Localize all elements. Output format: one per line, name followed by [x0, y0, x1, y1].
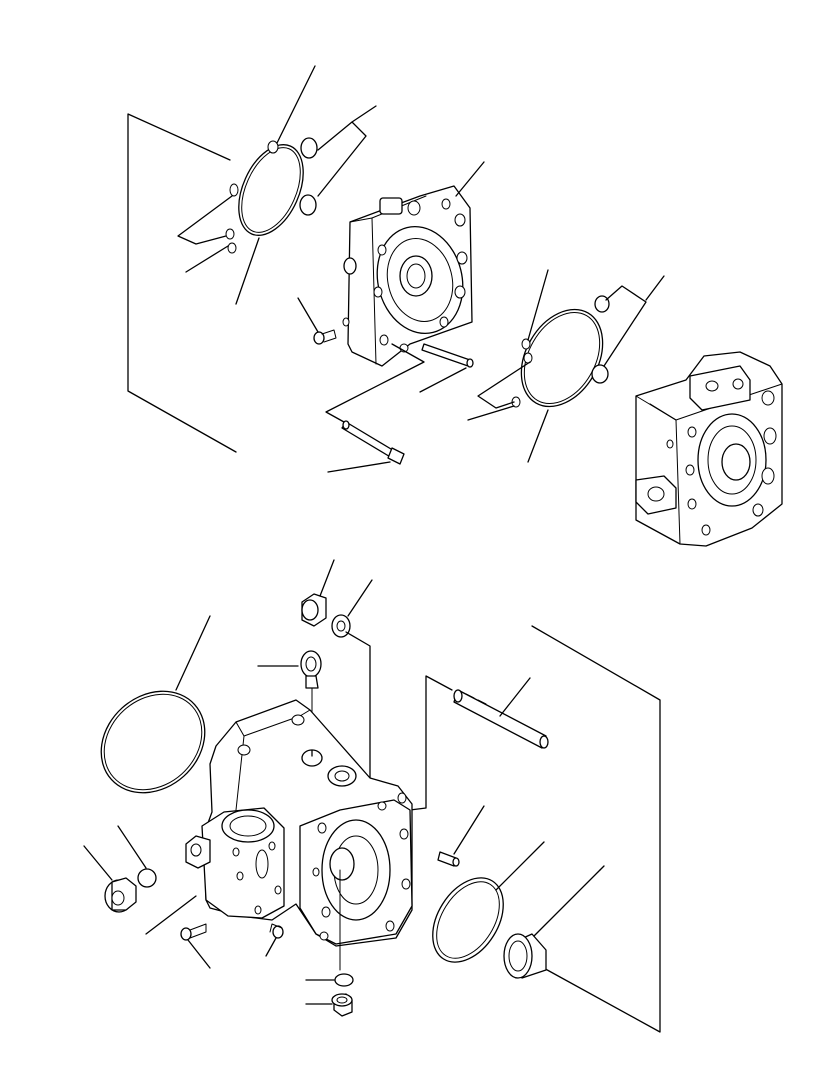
o-ring-large-2 — [520, 308, 604, 408]
o-ring-large-2-inner — [523, 311, 601, 405]
leader-washer-drop — [345, 631, 371, 785]
leader-oring-1a — [276, 65, 316, 144]
leader-oring-2e — [467, 405, 515, 421]
leader-oring-2b — [603, 285, 647, 367]
leader-bearing — [533, 869, 601, 937]
leader-pin-1 — [419, 367, 467, 393]
leader-long-bolt-2 — [327, 461, 391, 473]
cover-plate-1 — [342, 185, 473, 367]
o-ring-small-2 — [299, 194, 317, 216]
leader-oring-2f — [527, 409, 549, 463]
leader-pin-lower — [453, 805, 485, 855]
o-ring-large-3 — [100, 690, 206, 794]
washer-top-hole — [336, 620, 346, 632]
o-ring-small-e — [521, 338, 531, 350]
o-ring-small-c — [225, 228, 235, 240]
pump-housing-right — [635, 351, 783, 547]
bolt-1 — [313, 329, 337, 345]
main-case — [185, 699, 413, 947]
shaft — [453, 689, 549, 749]
leader-oring-2c — [645, 275, 665, 301]
leader-oring-3 — [175, 615, 211, 691]
leader-plug-left — [83, 845, 113, 881]
nut-top — [301, 593, 327, 627]
leader-shaft-2 — [499, 677, 531, 717]
leader-oring-2a — [527, 269, 549, 341]
leader-shaft — [409, 675, 453, 811]
screw-1 — [180, 923, 207, 941]
eye-bolt — [300, 650, 322, 751]
pin-lower — [437, 851, 460, 867]
leader-screw-2 — [265, 937, 277, 957]
plug-disc — [137, 868, 157, 888]
o-ring-small-a — [267, 140, 279, 154]
leader-bracket-left-upper — [127, 113, 237, 453]
plug-bottom — [331, 993, 353, 1017]
leader-oring-2d — [477, 361, 531, 409]
o-ring-large-1-inner — [241, 147, 301, 233]
leader-washer-top — [347, 579, 373, 617]
leader-housing-right — [649, 403, 677, 421]
leader-oring-1f — [235, 237, 260, 305]
leader-bracket-right-lower — [531, 625, 661, 1033]
leader-screw-1 — [187, 939, 211, 969]
leader-oring-1d — [177, 195, 233, 245]
plug-bottom-disc — [334, 973, 354, 987]
o-ring-small-b — [229, 183, 239, 197]
leader-bearing-end — [599, 865, 605, 871]
o-ring-small-d — [227, 242, 237, 254]
leader-cover-plate — [455, 161, 485, 197]
o-ring-small-4 — [591, 364, 609, 384]
leader-oring-1c — [351, 105, 377, 123]
long-bolt — [341, 420, 405, 465]
o-ring-small-f — [523, 352, 533, 364]
seal-ring-inner — [436, 881, 500, 959]
screw-2 — [269, 923, 284, 939]
leader-plug-disc — [117, 825, 147, 869]
o-ring-large-3-inner — [103, 693, 203, 791]
leader-case-left — [145, 895, 197, 935]
plug-left — [104, 877, 137, 913]
seal-ring — [432, 877, 504, 963]
leader-oring-1b — [317, 121, 367, 197]
upper-assembly — [127, 65, 783, 547]
leader-bolt-1 — [297, 297, 319, 333]
leader-nut-top — [319, 559, 335, 597]
leader-long-bolt — [325, 343, 425, 423]
bearing — [503, 933, 547, 979]
leader-seal-ring — [495, 841, 545, 891]
pin-1 — [421, 343, 474, 368]
o-ring-small-1 — [300, 137, 318, 159]
leader-oring-1e — [185, 245, 229, 273]
lower-assembly — [83, 559, 661, 1033]
